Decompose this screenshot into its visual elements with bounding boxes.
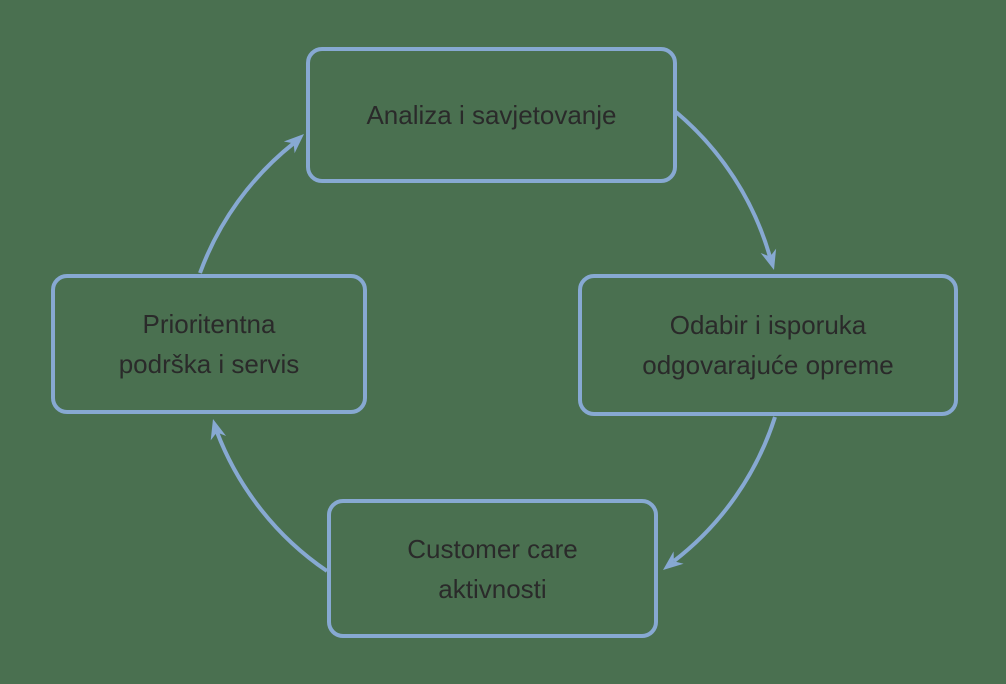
arrowhead-icon <box>760 248 777 270</box>
arrowhead-icon <box>283 134 304 154</box>
arrowhead-icon <box>663 551 684 570</box>
node-analiza-i-savjetovanje: Analiza i savjetovanje <box>306 47 677 183</box>
node-customer-care: Customer care aktivnosti <box>327 499 658 638</box>
arrow-right-to-bottom <box>663 416 777 570</box>
node-label-line: Customer care <box>407 533 578 564</box>
arrow-top-to-right <box>674 110 777 270</box>
node-label-line: podrška i servis <box>118 349 300 379</box>
node-prioritetna-podrska: Prioritentna podrška i servis <box>51 274 367 414</box>
node-label-line: Analiza i savjetovanje <box>366 100 617 130</box>
arrowhead-icon <box>210 419 227 441</box>
node-label-line: Prioritentna <box>142 309 276 339</box>
node-odabir-i-isporuka: Odabir i isporuka odgovarajuće opreme <box>578 274 958 416</box>
arrow-bottom-to-left <box>210 419 329 573</box>
node-label-line: odgovarajuće opreme <box>642 350 894 380</box>
node-label-line: aktivnosti <box>438 573 547 604</box>
arrow-left-to-top <box>198 134 304 274</box>
node-label-line: Odabir i isporuka <box>669 310 867 340</box>
